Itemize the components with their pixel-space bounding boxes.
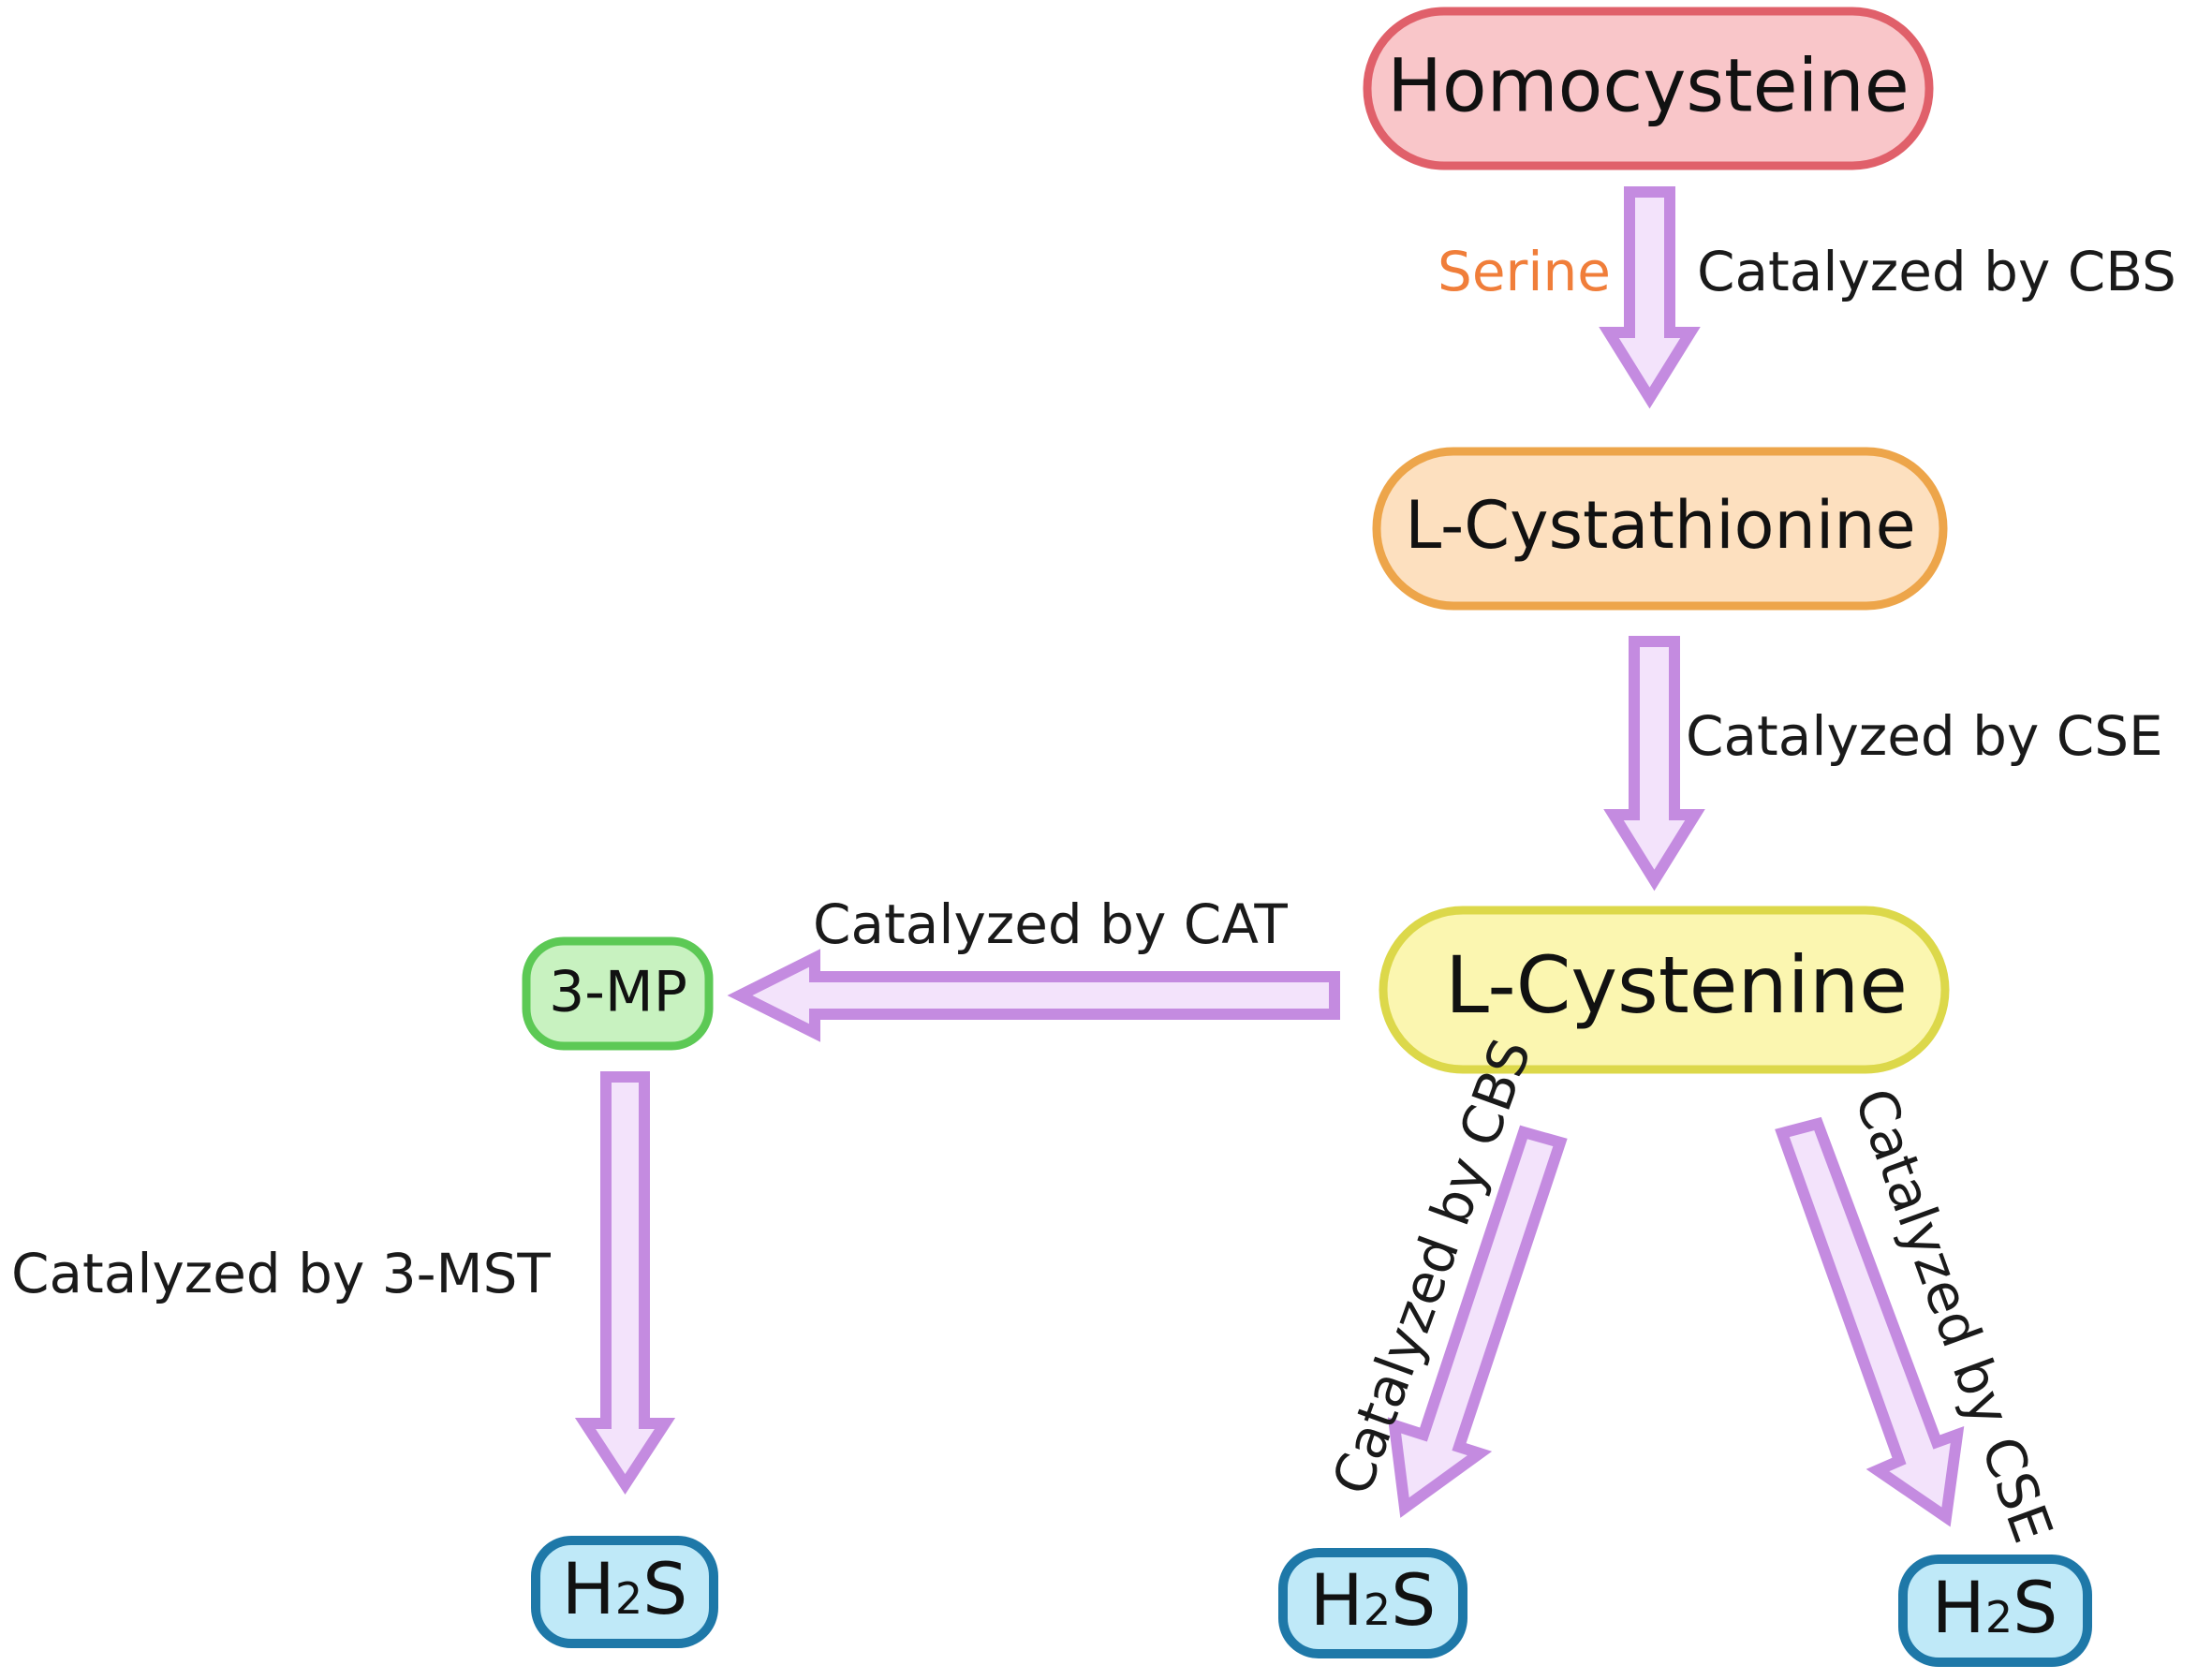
- h2s-right-shape: [1898, 1555, 2092, 1667]
- node-h2s-mid: H2S: [1278, 1548, 1467, 1658]
- node-cysteine: L-Cystenine: [1379, 906, 1950, 1074]
- cbs-top-label: Catalyzed by CBS: [1697, 240, 2176, 303]
- h2s-right-label: H2S: [1932, 1566, 2058, 1649]
- h2s-mid-shape: [1278, 1548, 1467, 1658]
- h2s-left-label: H2S: [562, 1547, 688, 1630]
- node-h2s-right: H2S: [1898, 1555, 2092, 1667]
- homocysteine-shape: [1363, 7, 1934, 170]
- node-homocysteine: Homocysteine: [1363, 7, 1934, 170]
- arrow-cystathionine-to-cysteine: [1603, 636, 1705, 892]
- arrows: [574, 186, 1965, 1527]
- h2s-left-shape: [531, 1536, 718, 1648]
- serine-label: Serine: [1438, 240, 1611, 303]
- arrow-cysteine-to-h2s-mid: [1387, 1125, 1568, 1518]
- 3mp-label: 3-MP: [549, 960, 687, 1025]
- cystathionine-label: L-Cystathionine: [1405, 487, 1915, 564]
- cysteine-label: L-Cystenine: [1445, 939, 1908, 1031]
- 3mp-shape: [522, 936, 714, 1051]
- arrow-cysteine-to-3mp: [727, 949, 1340, 1042]
- h2s-mid-label: H2S: [1310, 1558, 1437, 1642]
- arrow-homocysteine-to-cystathionine: [1599, 186, 1701, 409]
- node-cystathionine: L-Cystathionine: [1372, 447, 1948, 611]
- cysteine-shape: [1379, 906, 1950, 1074]
- arrow-cysteine-to-h2s-right: [1775, 1116, 1965, 1527]
- homocysteine-label: Homocysteine: [1387, 44, 1909, 128]
- cat-label: Catalyzed by CAT: [813, 892, 1288, 956]
- mst-label: Catalyzed by 3-MST: [11, 1242, 551, 1305]
- cse-mid-label: Catalyzed by CSE: [1686, 704, 2163, 768]
- node-3mp: 3-MP: [522, 936, 714, 1051]
- cystathionine-shape: [1372, 447, 1948, 611]
- edge-labels: Serine Catalyzed by CBS Catalyzed by CSE…: [11, 240, 2176, 1551]
- node-h2s-left: H2S: [531, 1536, 718, 1648]
- arrow-3mp-to-h2s-left: [574, 1071, 676, 1495]
